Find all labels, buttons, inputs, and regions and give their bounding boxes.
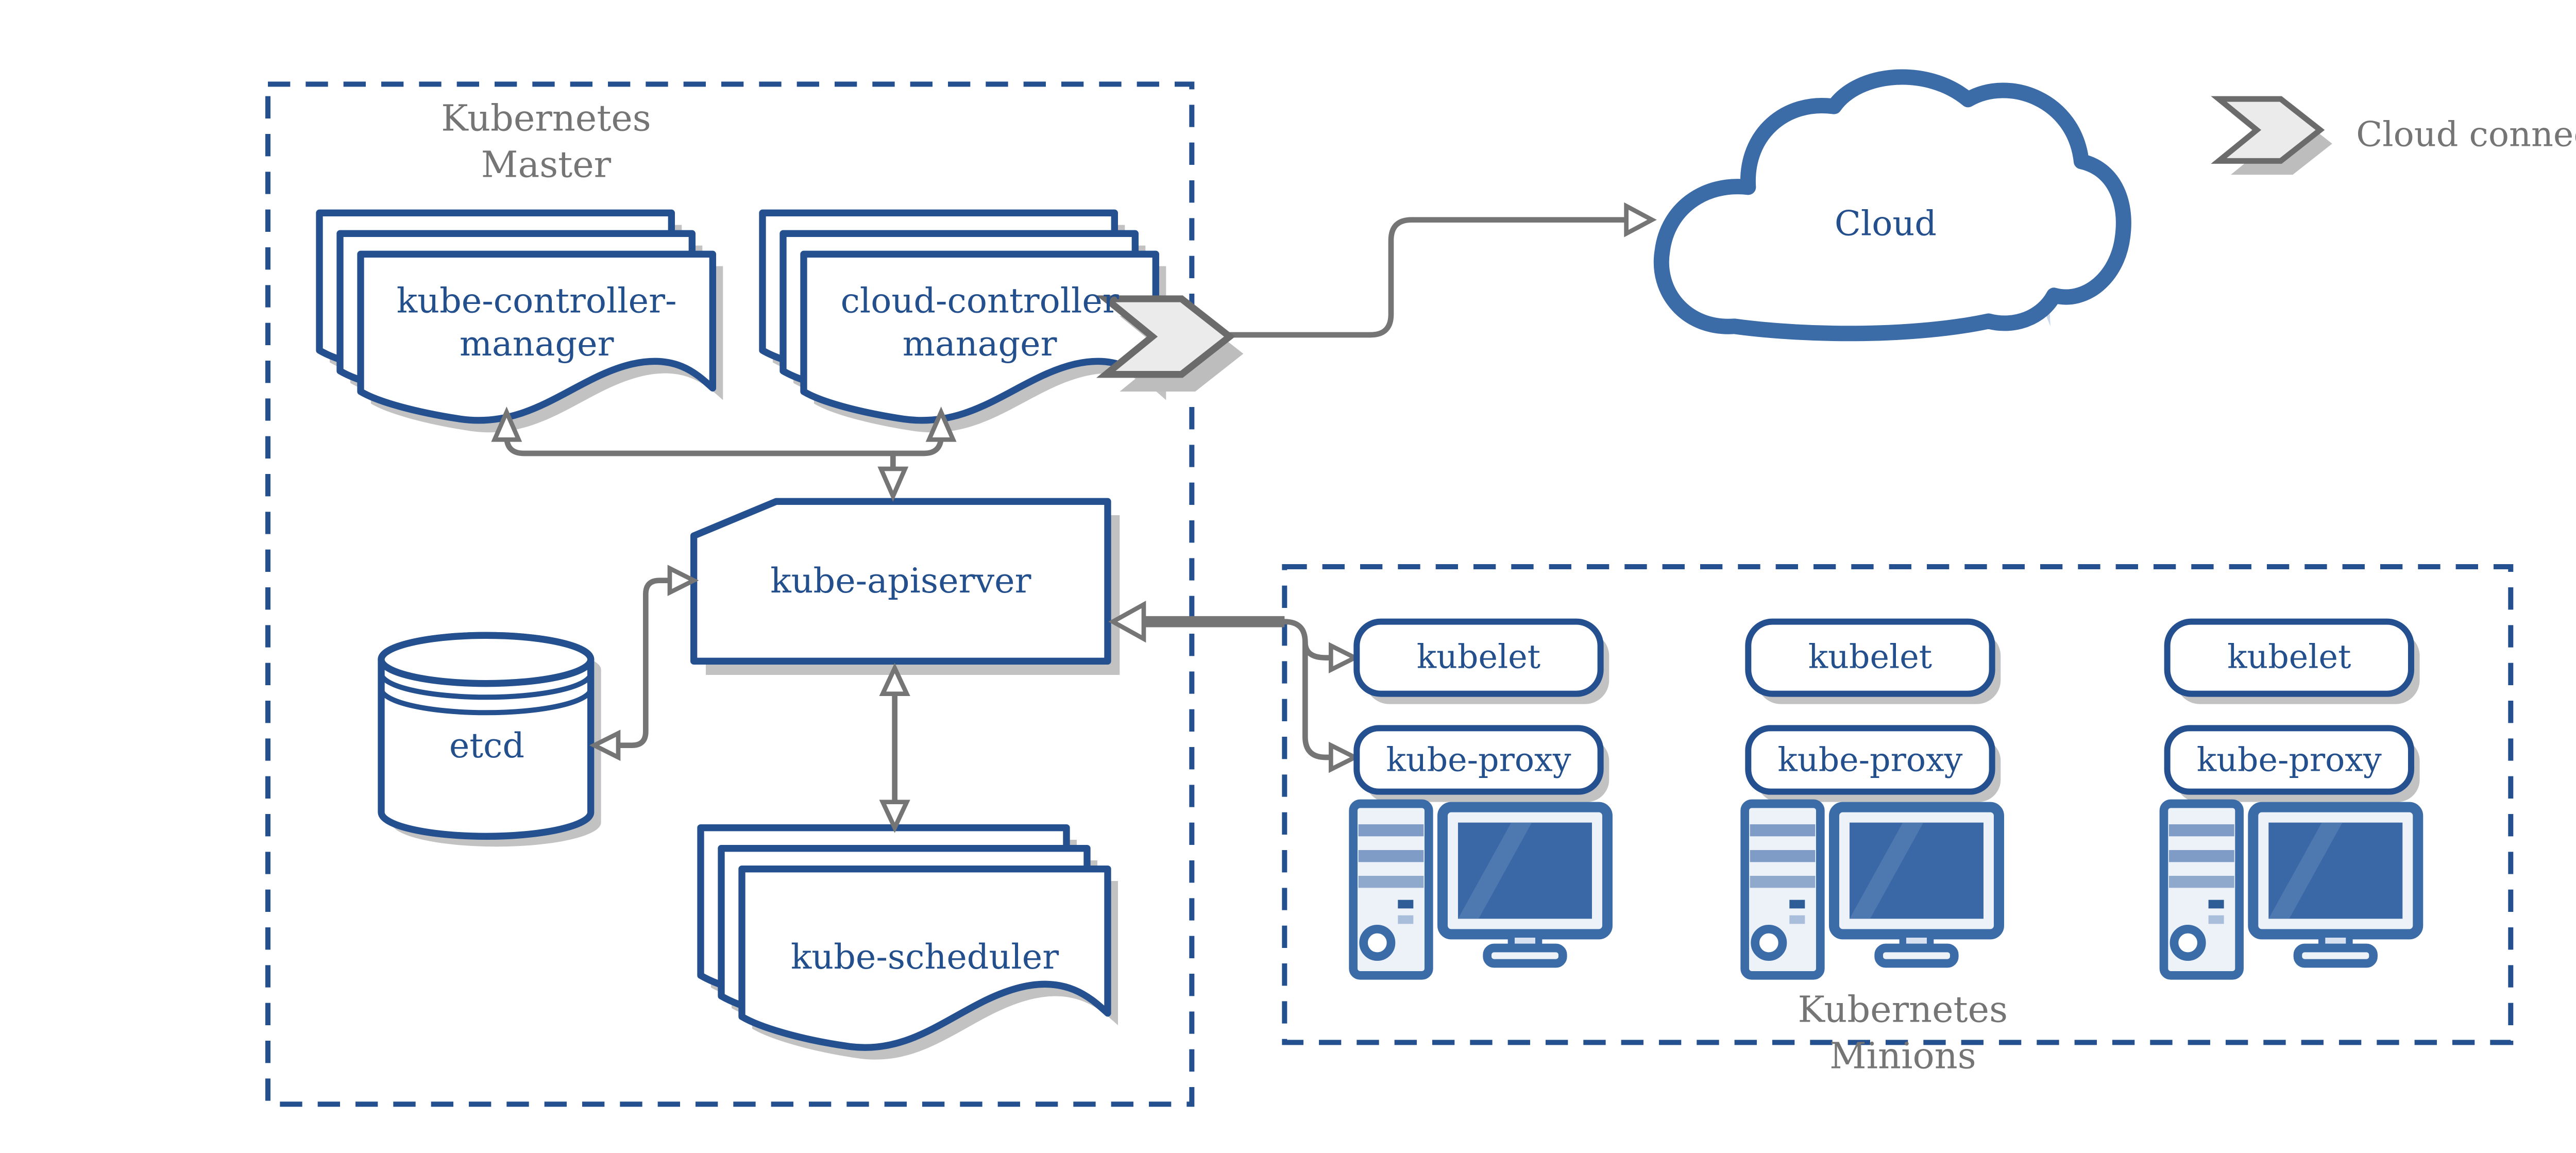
node-1-shapes (1353, 618, 1609, 976)
connector-apiserver-nodes (1108, 600, 1360, 773)
node-1-kubelet-label: kubelet (1416, 638, 1541, 677)
minions-boundary (1282, 564, 2514, 1045)
kube-controller-manager-label-line1: kube-controller- (396, 280, 677, 321)
node-3-shapes (2164, 618, 2420, 976)
cloud-label: Cloud (1834, 202, 1937, 244)
master-boundary (265, 81, 1195, 1107)
kube-scheduler-label: kube-scheduler (790, 936, 1059, 977)
cloud-controller-manager-label-line2: manager (902, 323, 1057, 364)
cloud-shape (1653, 69, 2131, 342)
node-1-kube-proxy-label: kube-proxy (1386, 741, 1571, 780)
node-3-kubelet-label: kubelet (2227, 638, 2351, 677)
computer-icon (1353, 804, 1607, 975)
node-2-kube-proxy-label: kube-proxy (1777, 741, 1963, 780)
master-title-line2: Master (481, 144, 612, 185)
node-3-kube-proxy-label: kube-proxy (2196, 741, 2382, 780)
connector-apiserver-scheduler (879, 663, 910, 833)
fork-connector-controllers-to-apiserver (491, 406, 957, 502)
etcd-label: etcd (449, 724, 525, 766)
connector-ccm-cloud (1223, 202, 1657, 338)
legend-cloud-connector-icon (2219, 99, 2332, 175)
legend-cloud-connector-label: Cloud connector (2356, 113, 2576, 155)
minions-title-line2: Minions (1829, 1035, 1976, 1077)
master-title-line1: Kubernetes (441, 97, 651, 139)
computer-icon (1745, 804, 1999, 975)
node-2-kubelet-label: kubelet (1808, 638, 1933, 677)
kube-apiserver-label: kube-apiserver (770, 559, 1031, 601)
connector-apiserver-etcd (589, 565, 699, 761)
computer-icon (2164, 804, 2418, 975)
node-2-shapes (1745, 618, 2001, 976)
kube-controller-manager-label-line2: manager (459, 323, 614, 364)
minions-title-line1: Kubernetes (1798, 989, 2008, 1030)
etcd-cylinder (378, 632, 601, 847)
kube-apiserver-box (690, 498, 1120, 675)
cloud-controller-manager-label-line1: cloud-controller (840, 280, 1119, 321)
